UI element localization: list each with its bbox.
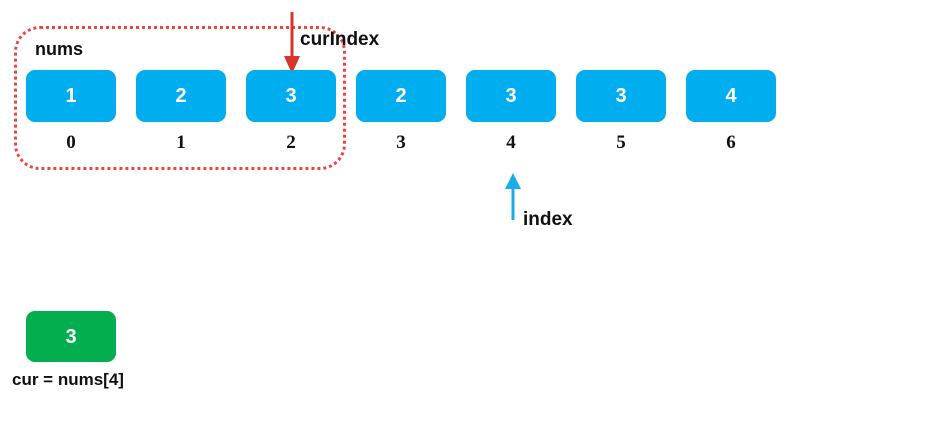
array-cell-0[interactable]: 1 0	[26, 70, 116, 152]
array-cell-1[interactable]: 2 1	[136, 70, 226, 152]
arrow-up-icon	[499, 170, 529, 224]
array-cell-value: 1	[26, 70, 116, 122]
array-cell-index: 5	[616, 132, 626, 153]
array-cell-index: 6	[726, 132, 736, 153]
array-cell-index: 2	[286, 132, 296, 153]
array-cell-index: 3	[396, 132, 406, 153]
array-cell-3[interactable]: 2 3	[356, 70, 446, 152]
array-cell-value: 2	[136, 70, 226, 122]
array-cell-value: 3	[576, 70, 666, 122]
array-cells: 1 0 2 1 3 2 2 3 3 4 3 5 4 6	[26, 70, 776, 152]
array-cell-index: 4	[506, 132, 516, 153]
pointer-label-index: index	[523, 209, 573, 230]
array-cell-index: 1	[176, 132, 186, 153]
arrow-down-icon	[278, 8, 308, 78]
array-cell-value: 2	[356, 70, 446, 122]
pointer-label-curindex: curIndex	[300, 29, 380, 50]
highlight-region-curindex-window	[14, 26, 346, 170]
array-cell-value: 4	[686, 70, 776, 122]
array-cell-5[interactable]: 3 5	[576, 70, 666, 152]
array-cell-2[interactable]: 3 2	[246, 70, 336, 152]
array-cell-index: 0	[66, 132, 76, 153]
array-cell-6[interactable]: 4 6	[686, 70, 776, 152]
array-cell-value: 3	[246, 70, 336, 122]
array-cell-4[interactable]: 3 4	[466, 70, 556, 152]
array-name-label: nums	[35, 39, 84, 59]
current-value-caption: cur = nums[4]	[12, 370, 124, 389]
array-cell-value: 3	[466, 70, 556, 122]
current-value-box: 3	[26, 311, 116, 362]
